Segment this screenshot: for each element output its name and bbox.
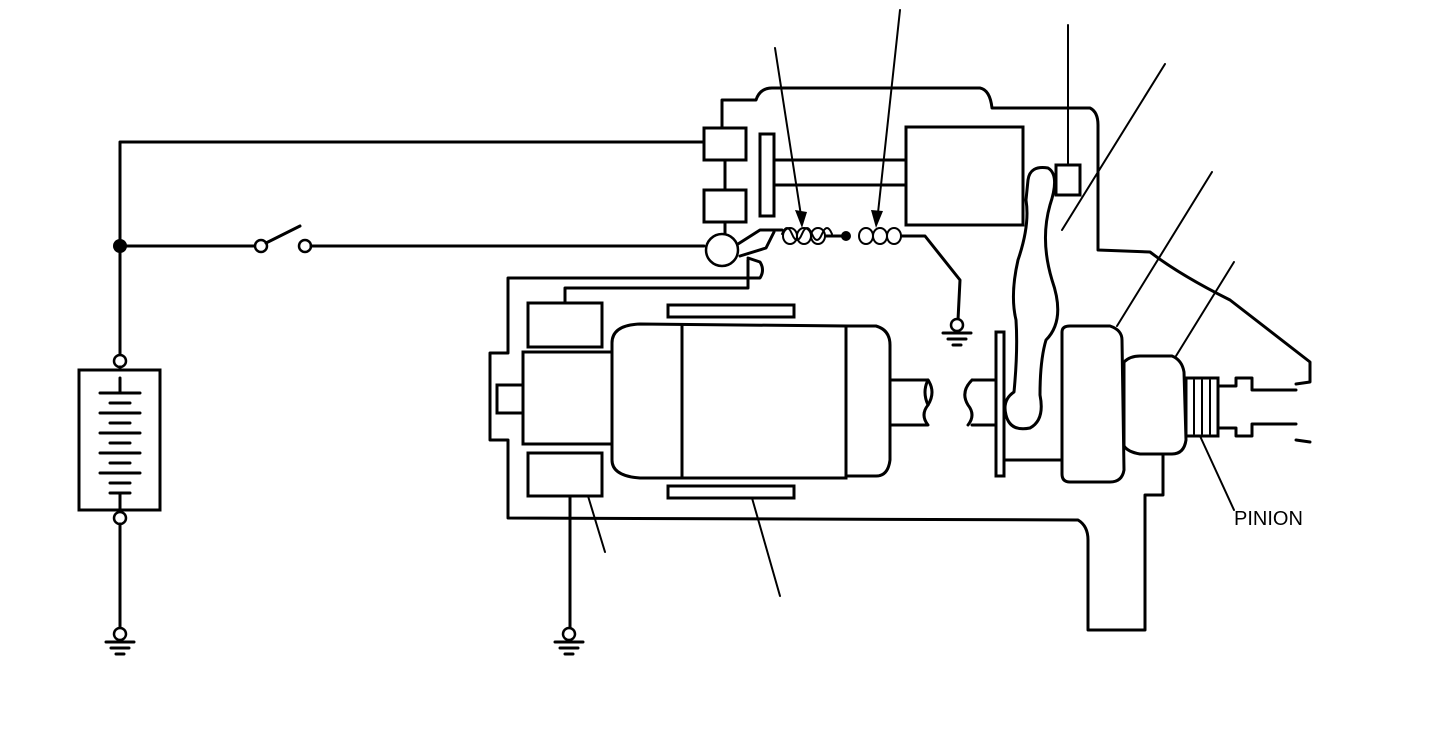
battery bbox=[77, 353, 162, 526]
ignition-switch bbox=[253, 224, 313, 254]
solenoid-terminal-upper bbox=[702, 126, 748, 162]
battery-circuit bbox=[77, 140, 706, 656]
brush-upper bbox=[526, 301, 604, 349]
battery-feed-wire bbox=[118, 140, 706, 360]
leader-brush bbox=[587, 495, 606, 553]
end-cap-tab bbox=[495, 383, 525, 415]
solenoid-assembly bbox=[702, 9, 1025, 347]
solenoid-terminal-lower bbox=[702, 188, 748, 224]
ground-symbol-motor bbox=[553, 626, 585, 656]
armature-end bbox=[844, 324, 892, 478]
drive-mechanism: PINION bbox=[994, 24, 1303, 530]
output-shaft bbox=[1216, 376, 1298, 438]
lever-pivot bbox=[1054, 163, 1082, 197]
overrunning-clutch bbox=[1060, 324, 1126, 484]
leader-pinion bbox=[1199, 435, 1235, 511]
wire-junction-dot bbox=[113, 239, 127, 253]
pull-in-coil bbox=[781, 227, 833, 245]
leader-pinion-top bbox=[1175, 261, 1235, 357]
brush-lower bbox=[526, 451, 604, 498]
ground-symbol-solenoid bbox=[941, 317, 973, 347]
housing-outline bbox=[720, 86, 1312, 444]
pinion-label: PINION bbox=[1234, 508, 1303, 530]
hold-in-coil bbox=[858, 227, 902, 245]
armature bbox=[610, 322, 848, 480]
battery-negative-terminal bbox=[112, 510, 128, 526]
plunger-disc bbox=[758, 132, 776, 218]
housing-lower bbox=[488, 256, 1165, 632]
leader-pull-in-coil bbox=[774, 47, 803, 223]
leader-field-coil bbox=[751, 497, 781, 597]
shift-lever bbox=[1003, 166, 1060, 431]
leader-clutch bbox=[1116, 171, 1213, 327]
field-pole-lower bbox=[666, 484, 796, 500]
battery-positive-terminal bbox=[112, 353, 128, 369]
field-pole-upper bbox=[666, 303, 796, 319]
coil-junction-dot bbox=[841, 231, 851, 241]
solenoid-core bbox=[904, 125, 1025, 227]
leader-hold-in-coil bbox=[876, 9, 901, 223]
leader-shift-lever bbox=[1061, 63, 1166, 231]
motor bbox=[521, 258, 1002, 656]
commutator bbox=[521, 350, 615, 446]
solenoid-contact bbox=[704, 232, 740, 268]
ground-symbol-battery bbox=[104, 626, 136, 656]
drive-plate bbox=[994, 330, 1006, 478]
pinion-gear bbox=[1122, 354, 1188, 456]
